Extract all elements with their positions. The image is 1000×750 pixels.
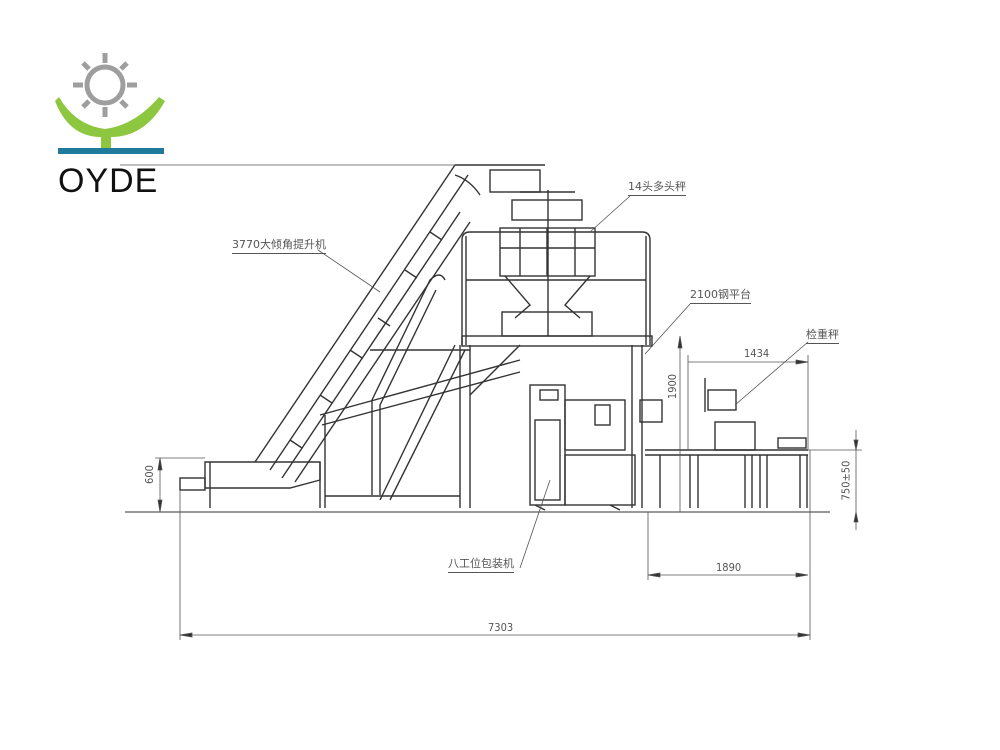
brand-name: OYDE: [58, 162, 159, 200]
eight-station-packing-machine: [529, 384, 663, 511]
label-checkweigher: 检重秤: [806, 326, 839, 344]
multihead-weigher: [499, 190, 596, 337]
dim-checkweigher-length: 1890: [716, 561, 742, 574]
label-incline-elevator: 3770大倾角提升机: [232, 236, 326, 254]
label-multihead-weigher: 14头多头秤: [628, 178, 686, 196]
incline-elevator: [179, 164, 545, 508]
gear-cup-logo-icon: [55, 53, 165, 154]
dim-conveyor-height: 750±50: [839, 460, 853, 501]
dim-infeed-height: 600: [142, 465, 156, 484]
dim-total-length: 7303: [488, 621, 514, 634]
dim-checkweigher-top: 1434: [744, 347, 770, 360]
checkweigher: [645, 378, 808, 508]
oyde-logo: [55, 45, 170, 205]
steel-platform: [461, 231, 653, 508]
label-packing-machine: 八工位包装机: [448, 555, 514, 573]
label-steel-platform: 2100钢平台: [690, 286, 751, 304]
dim-platform-height: 1900: [666, 373, 680, 400]
